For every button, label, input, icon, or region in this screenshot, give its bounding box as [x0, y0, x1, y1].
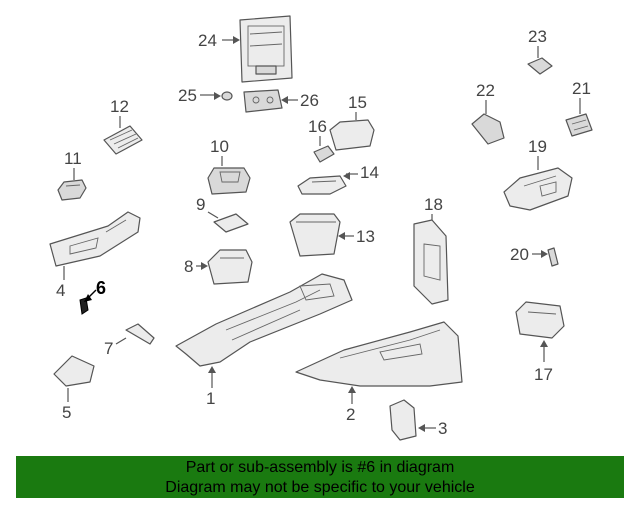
part-4 — [49, 211, 141, 267]
callout-20: 20 — [510, 245, 548, 264]
svg-text:21: 21 — [572, 79, 591, 98]
svg-text:6: 6 — [96, 278, 106, 298]
callout-4: 4 — [56, 266, 65, 300]
part-1 — [175, 273, 353, 367]
part-22 — [471, 113, 505, 145]
part-13 — [289, 213, 341, 257]
svg-text:18: 18 — [424, 195, 443, 214]
svg-text:11: 11 — [64, 149, 82, 168]
svg-text:3: 3 — [438, 419, 447, 438]
part-11 — [57, 179, 87, 201]
callout-21: 21 — [572, 79, 591, 114]
part-15 — [329, 119, 375, 151]
callout-9: 9 — [196, 195, 219, 219]
part-19 — [503, 167, 573, 211]
svg-text:9: 9 — [196, 195, 205, 214]
svg-text:20: 20 — [510, 245, 529, 264]
svg-text:16: 16 — [308, 117, 327, 136]
part-23 — [527, 57, 553, 75]
callout-23: 23 — [528, 27, 547, 58]
svg-text:13: 13 — [356, 227, 375, 246]
part-20 — [547, 247, 559, 267]
svg-text:23: 23 — [528, 27, 547, 46]
part-24 — [239, 15, 293, 83]
part-5 — [53, 355, 95, 387]
callout-7: 7 — [104, 337, 127, 358]
svg-text:15: 15 — [348, 93, 367, 112]
callout-11: 11 — [64, 149, 82, 180]
part-12 — [103, 125, 143, 155]
callout-15: 15 — [348, 93, 367, 120]
callout-13: 13 — [338, 227, 375, 246]
svg-text:7: 7 — [104, 339, 113, 358]
part-18 — [413, 219, 449, 305]
callout-12: 12 — [110, 97, 129, 128]
callout-10: 10 — [210, 137, 229, 166]
part-9 — [213, 213, 249, 233]
svg-text:19: 19 — [528, 137, 547, 156]
callout-8: 8 — [184, 257, 208, 276]
part-3 — [389, 399, 417, 441]
callout-3: 3 — [418, 419, 447, 438]
banner-line-2: Diagram may not be specific to your vehi… — [165, 479, 475, 496]
banner-line-1: Part or sub-assembly is #6 in diagram — [185, 459, 455, 476]
callout-2: 2 — [346, 386, 356, 424]
part-2 — [295, 321, 463, 387]
parts-diagram: 24 25 26 12 11 — [49, 15, 593, 441]
callout-26: 26 — [281, 91, 319, 110]
callout-6: 6 — [84, 278, 106, 302]
part-21 — [565, 113, 593, 137]
callout-25: 25 — [178, 86, 221, 105]
svg-text:26: 26 — [300, 91, 319, 110]
svg-text:12: 12 — [110, 97, 129, 116]
svg-text:1: 1 — [206, 389, 215, 408]
callout-5: 5 — [62, 388, 71, 422]
part-26 — [243, 89, 283, 113]
svg-text:17: 17 — [534, 365, 553, 384]
svg-text:5: 5 — [62, 403, 71, 422]
callout-14: 14 — [343, 163, 379, 182]
callout-18: 18 — [424, 195, 443, 220]
callout-19: 19 — [528, 137, 547, 170]
svg-text:8: 8 — [184, 257, 193, 276]
svg-text:2: 2 — [346, 405, 355, 424]
callout-1: 1 — [206, 366, 216, 408]
svg-text:24: 24 — [198, 31, 217, 50]
part-25 — [221, 91, 233, 101]
svg-text:4: 4 — [56, 281, 65, 300]
part-7 — [125, 323, 155, 345]
part-10 — [207, 167, 251, 195]
callout-16: 16 — [308, 117, 327, 146]
part-14 — [297, 175, 347, 195]
part-17 — [515, 301, 565, 339]
callout-22: 22 — [476, 81, 495, 114]
callout-24: 24 — [198, 31, 240, 50]
part-16 — [313, 145, 335, 163]
svg-text:22: 22 — [476, 81, 495, 100]
callout-17: 17 — [534, 340, 553, 384]
part-6 — [79, 297, 89, 315]
part-8 — [207, 249, 253, 285]
svg-text:10: 10 — [210, 137, 229, 156]
svg-text:14: 14 — [360, 163, 379, 182]
info-banner: Part or sub-assembly is #6 in diagram Di… — [16, 456, 624, 498]
svg-text:25: 25 — [178, 86, 197, 105]
